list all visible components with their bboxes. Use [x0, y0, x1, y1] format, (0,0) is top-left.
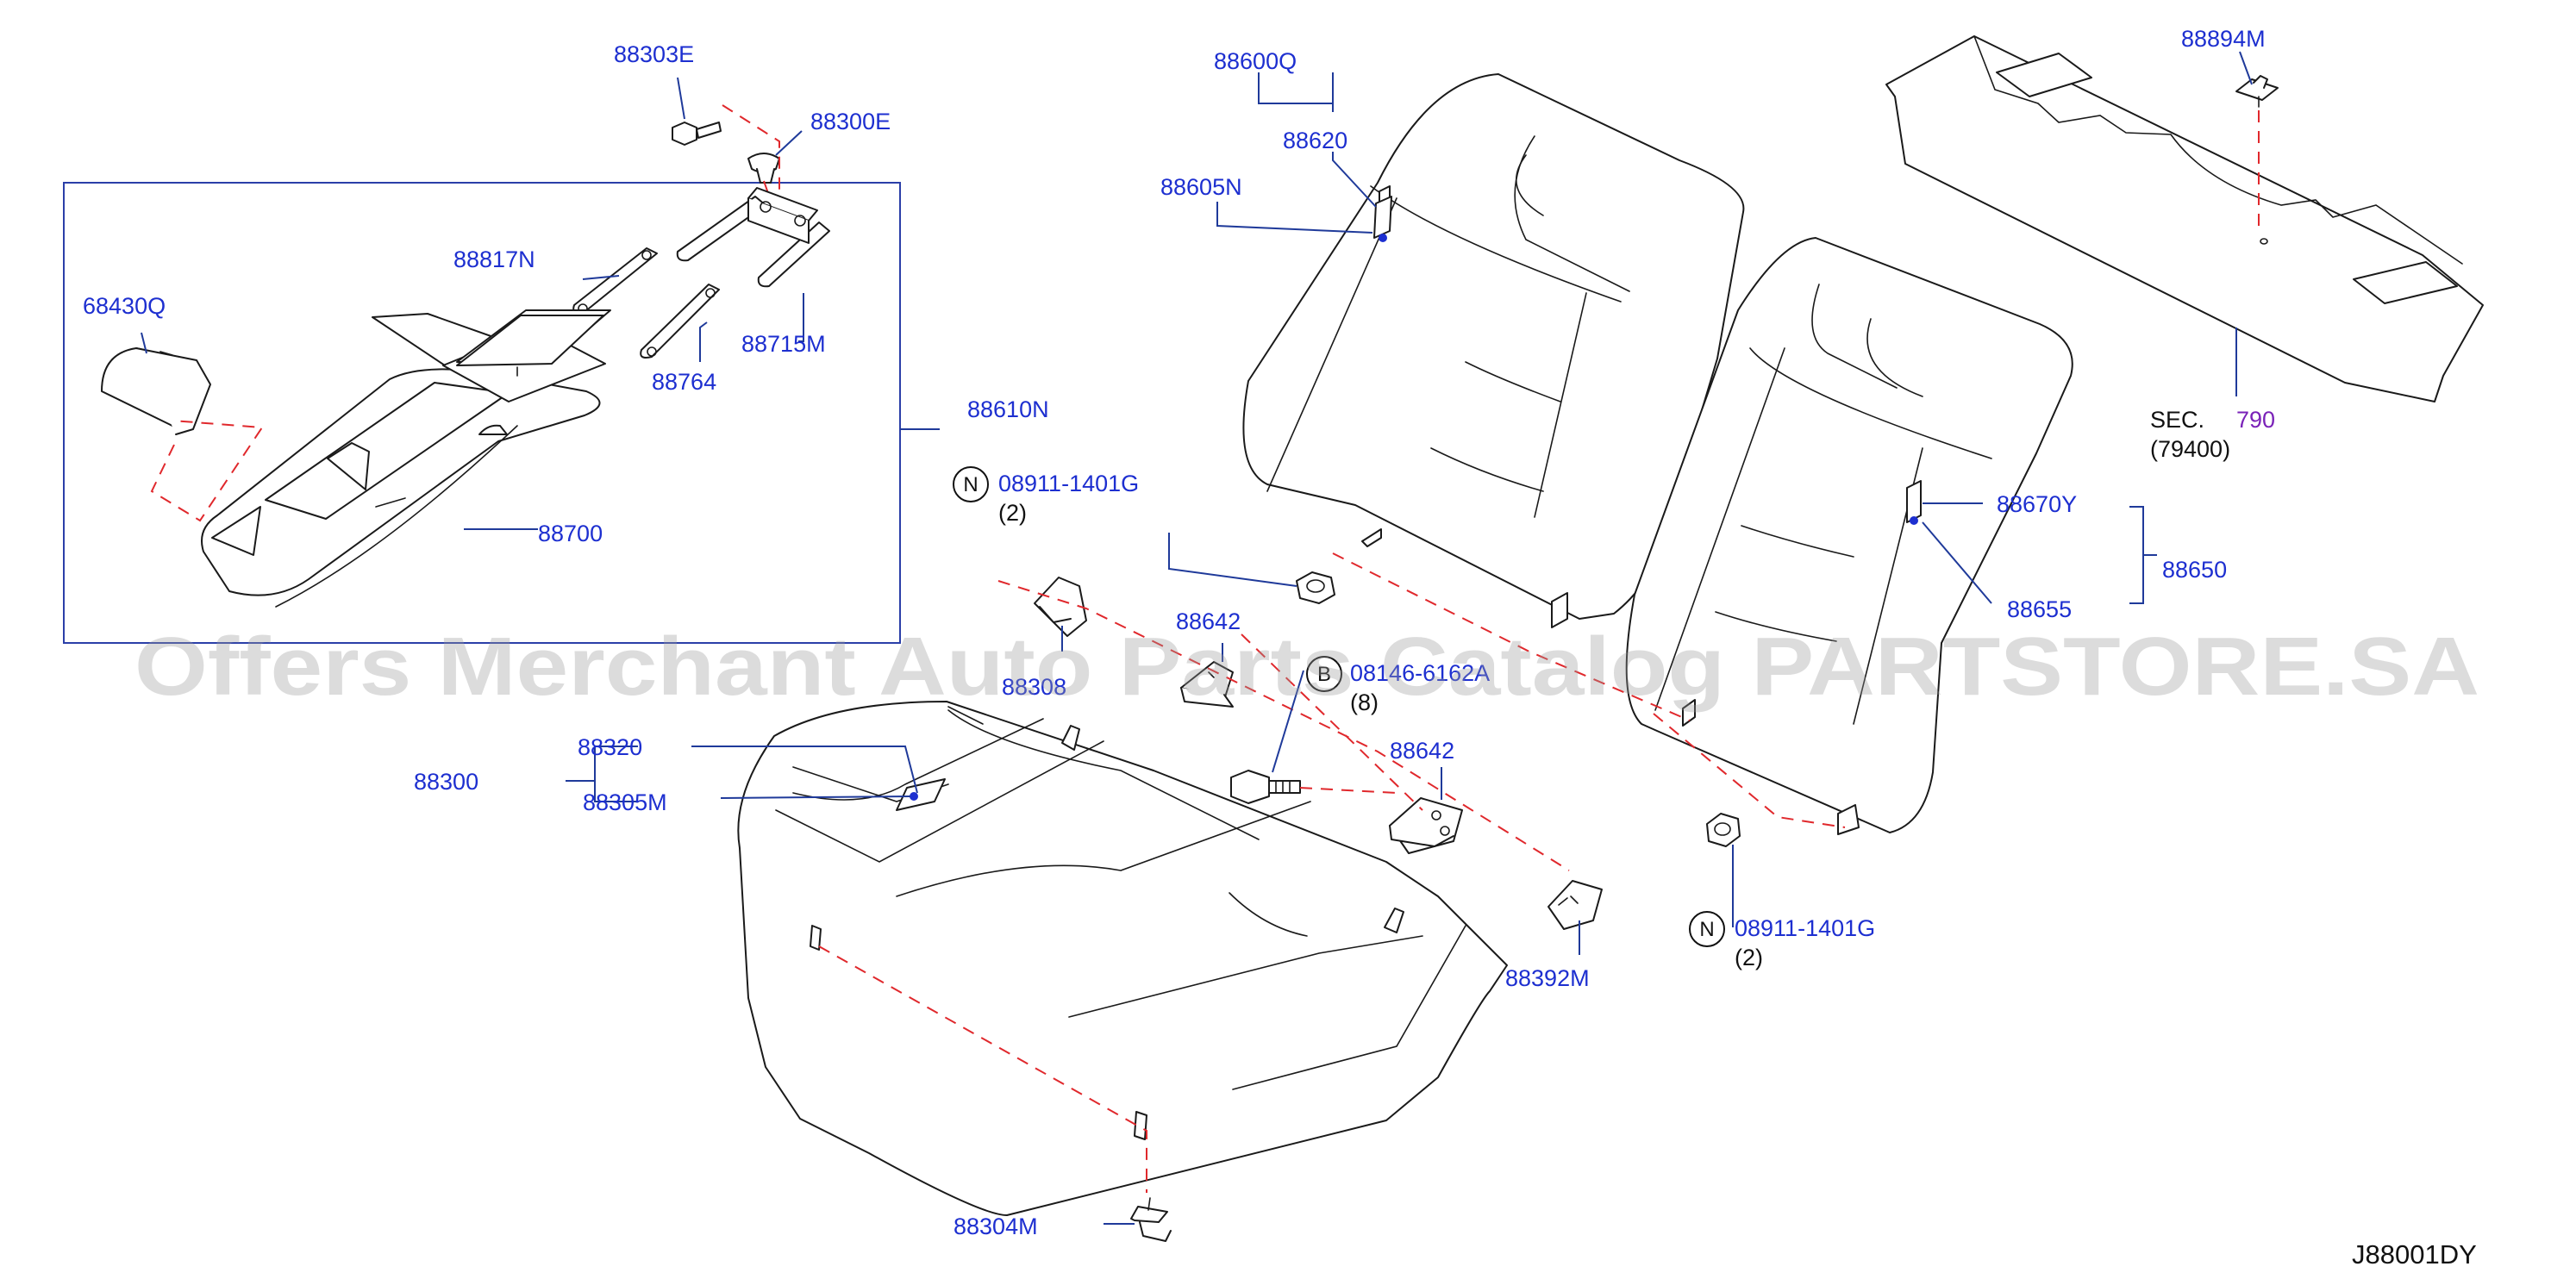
label-88642-upper: 88642 — [1176, 608, 1241, 634]
label-88600q: 88600Q — [1214, 48, 1297, 74]
label-88642-lower: 88642 — [1390, 738, 1454, 764]
label-88300e: 88300E — [810, 109, 891, 134]
label-88610n: 88610N — [967, 396, 1049, 422]
label-88817n: 88817N — [453, 246, 535, 272]
hinge-88715m[interactable] — [676, 187, 830, 288]
dash-seat-back-left — [1332, 552, 1691, 721]
label-nut2-qty: (2) — [1735, 945, 1763, 970]
seat-back-right[interactable] — [1625, 237, 2073, 835]
label-bolt-qty: (8) — [1350, 689, 1379, 715]
label-sec-790[interactable]: 790 — [2236, 407, 2275, 433]
label-88320: 88320 — [578, 734, 642, 760]
tag-88620[interactable] — [1373, 196, 1392, 239]
bolt-88303e[interactable] — [672, 122, 722, 146]
clip-88300e[interactable] — [747, 153, 780, 184]
label-88300: 88300 — [414, 769, 478, 795]
armrest-group-box — [63, 182, 901, 644]
cup-holder-68430q[interactable] — [101, 347, 211, 435]
label-bolt: 08146-6162A — [1350, 660, 1490, 686]
label-88304m: 88304M — [953, 1213, 1038, 1239]
label-88700: 88700 — [538, 521, 603, 546]
label-88620: 88620 — [1283, 128, 1347, 153]
label-88670y: 88670Y — [1997, 491, 2077, 517]
armrest-cover-88610n[interactable] — [456, 315, 604, 366]
label-68430q: 68430Q — [83, 293, 166, 319]
hook-88304m[interactable] — [1130, 1197, 1172, 1242]
tag-88320[interactable] — [896, 778, 946, 811]
label-nut1-qty: (2) — [998, 500, 1027, 526]
link-88817n[interactable] — [572, 247, 658, 314]
label-nut1: 08911-1401G — [998, 471, 1139, 496]
leader-lines — [141, 51, 2253, 1225]
watermark: Offers Merchant Auto Parts Catalog PARTS… — [134, 621, 2479, 713]
dash-68430q — [150, 420, 264, 522]
label-88392m: 88392M — [1505, 965, 1590, 991]
seat-back-left[interactable] — [1242, 73, 1745, 628]
label-88764: 88764 — [652, 369, 716, 395]
label-88650: 88650 — [2162, 557, 2227, 583]
seat-cushion-88300[interactable] — [737, 701, 1508, 1216]
label-88715m: 88715M — [741, 331, 826, 357]
label-nut2: 08911-1401G — [1735, 915, 1875, 941]
hook-88392m[interactable] — [1547, 880, 1603, 930]
label-88894m: 88894M — [2181, 26, 2266, 52]
bolt-symbol-letter: B — [1317, 663, 1331, 686]
dash-center-1 — [997, 580, 1570, 871]
label-88303e: 88303E — [614, 41, 694, 67]
dash-88303e — [722, 104, 780, 203]
label-sec: SEC. — [2150, 407, 2204, 433]
hook-88642-upper[interactable] — [1180, 661, 1234, 708]
label-sec-ref: (79400) — [2150, 436, 2230, 462]
tag-88670y[interactable] — [1906, 480, 1922, 523]
clip-88894m[interactable] — [2235, 75, 2279, 108]
dash-cushion-front — [818, 945, 1147, 1193]
label-88605n: 88605N — [1160, 174, 1242, 200]
parcel-shelf[interactable] — [1885, 35, 2484, 402]
nut-symbol-upper-letter: N — [963, 473, 978, 496]
label-88655: 88655 — [2007, 596, 2072, 622]
nut-lower[interactable] — [1706, 813, 1741, 847]
nut-symbol-upper — [953, 466, 989, 502]
diagram-code: J88001DY — [2352, 1239, 2477, 1270]
bolt-symbol — [1306, 656, 1342, 692]
dash-center-3 — [1299, 787, 1397, 794]
bolt-08146-6162a[interactable] — [1230, 770, 1301, 804]
link-88764[interactable] — [640, 284, 720, 359]
nut-upper[interactable] — [1296, 571, 1335, 604]
label-88308: 88308 — [1002, 674, 1066, 700]
nut-symbol-lower — [1689, 911, 1725, 947]
dash-seat-back-right — [1653, 713, 1846, 828]
hook-88642-lower[interactable] — [1389, 797, 1463, 854]
dash-center-2 — [1241, 633, 1423, 811]
nut-symbol-lower-letter: N — [1699, 918, 1714, 941]
label-88305m: 88305M — [583, 789, 667, 815]
